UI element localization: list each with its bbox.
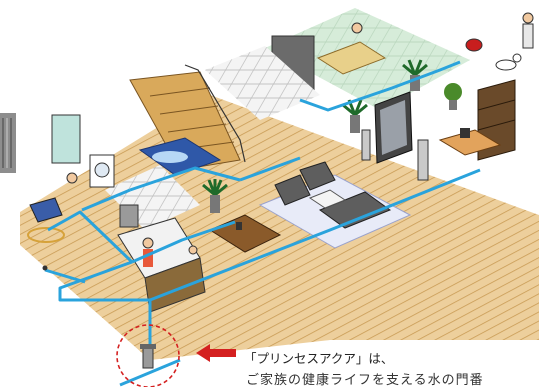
dog-icon xyxy=(495,53,522,71)
coffee-table xyxy=(308,189,347,209)
tv-icon xyxy=(361,91,429,181)
person-icon xyxy=(66,172,78,184)
highlight-circle xyxy=(116,324,180,387)
desk xyxy=(438,128,502,156)
person-icon xyxy=(522,12,534,24)
vacuum-cleaner xyxy=(465,38,483,52)
caption-line2: ご家族の健康ライフを支える水の門番 xyxy=(246,373,484,388)
washroom xyxy=(27,114,115,243)
caption: 「プリンセスアクア」は、 ご家族の健康ライフを支える水の門番 xyxy=(236,340,539,388)
kitchen xyxy=(117,204,206,313)
side-graphic xyxy=(0,113,16,173)
bathtub xyxy=(138,137,222,176)
staircase xyxy=(129,64,246,171)
low-table xyxy=(316,41,387,75)
caption-line1: 「プリンセスアクア」は、 xyxy=(244,351,394,366)
arrow-icon xyxy=(196,344,236,362)
plant-icon xyxy=(202,59,462,213)
wash-cabinet xyxy=(51,114,81,164)
person-icon xyxy=(142,237,154,249)
sofa-icon xyxy=(318,191,392,229)
sofa-icon xyxy=(299,161,336,191)
outdoor-figures xyxy=(465,12,534,71)
water-pipes xyxy=(44,60,481,355)
water-meter xyxy=(116,324,181,387)
sink-chair xyxy=(29,197,63,223)
range-hood xyxy=(119,204,139,228)
sofa-icon xyxy=(274,174,311,206)
person-icon xyxy=(351,22,363,34)
living-room xyxy=(258,161,412,249)
person-icon xyxy=(188,245,198,255)
